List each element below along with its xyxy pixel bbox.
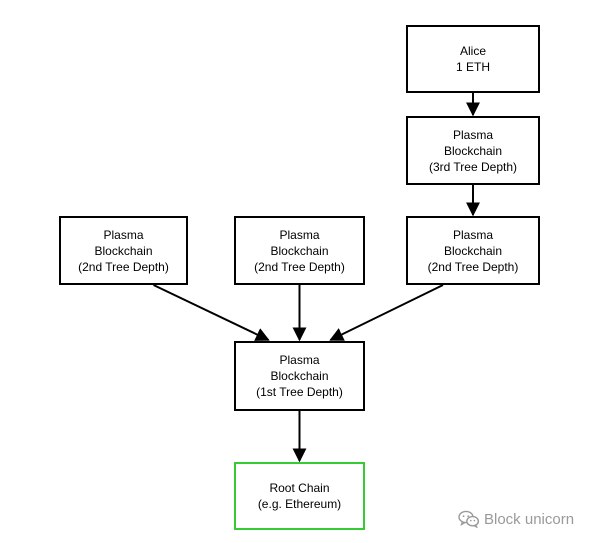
node-depth2-middle-line-2: Blockchain — [270, 243, 329, 258]
node-alice: Alice 1 ETH — [406, 25, 540, 93]
node-plasma-depth2-left: Plasma Blockchain (2nd Tree Depth) — [59, 216, 188, 285]
node-root-line-1: Root Chain — [269, 481, 330, 495]
node-plasma-depth1: Plasma Blockchain (1st Tree Depth) — [234, 341, 365, 411]
node-depth2-left-line-1: Plasma — [103, 227, 144, 242]
node-depth2-left-line-2: Blockchain — [94, 243, 153, 258]
node-depth2-right-line-3: (2nd Tree Depth) — [427, 259, 519, 274]
node-depth3-line-3: (3rd Tree Depth) — [428, 159, 518, 174]
edge-depth2-left-to-depth1 — [153, 284, 270, 341]
node-depth3-line-2: Blockchain — [443, 143, 503, 158]
edge-depth2-right-to-depth1 — [329, 284, 444, 341]
node-depth2-right-line-1: Plasma — [452, 227, 493, 242]
node-depth1-line-3: (1st Tree Depth) — [256, 385, 343, 399]
node-root-line-2: (e.g. Ethereum) — [257, 497, 342, 511]
node-plasma-depth3: Plasma Blockchain (3rd Tree Depth) — [406, 116, 540, 185]
watermark-text: Block unicorn — [484, 510, 575, 528]
node-alice-line-1: Alice — [459, 44, 486, 58]
node-depth2-middle-line-1: Plasma — [279, 227, 320, 242]
node-depth1-line-1: Plasma — [279, 353, 320, 367]
node-depth1-line-2: Blockchain — [270, 369, 329, 383]
node-depth2-middle-line-3: (2nd Tree Depth) — [254, 259, 345, 274]
node-plasma-depth2-right: Plasma Blockchain (2nd Tree Depth) — [406, 216, 540, 285]
node-depth2-left-line-3: (2nd Tree Depth) — [78, 259, 169, 274]
node-alice-line-2: 1 ETH — [455, 60, 490, 74]
node-root-chain: Root Chain (e.g. Ethereum) — [234, 462, 365, 530]
wechat-icon — [458, 510, 480, 528]
watermark: Block unicorn — [458, 508, 574, 530]
node-depth3-line-1: Plasma — [452, 127, 493, 142]
node-plasma-depth2-middle: Plasma Blockchain (2nd Tree Depth) — [234, 216, 365, 285]
node-depth2-right-line-2: Blockchain — [443, 243, 503, 258]
